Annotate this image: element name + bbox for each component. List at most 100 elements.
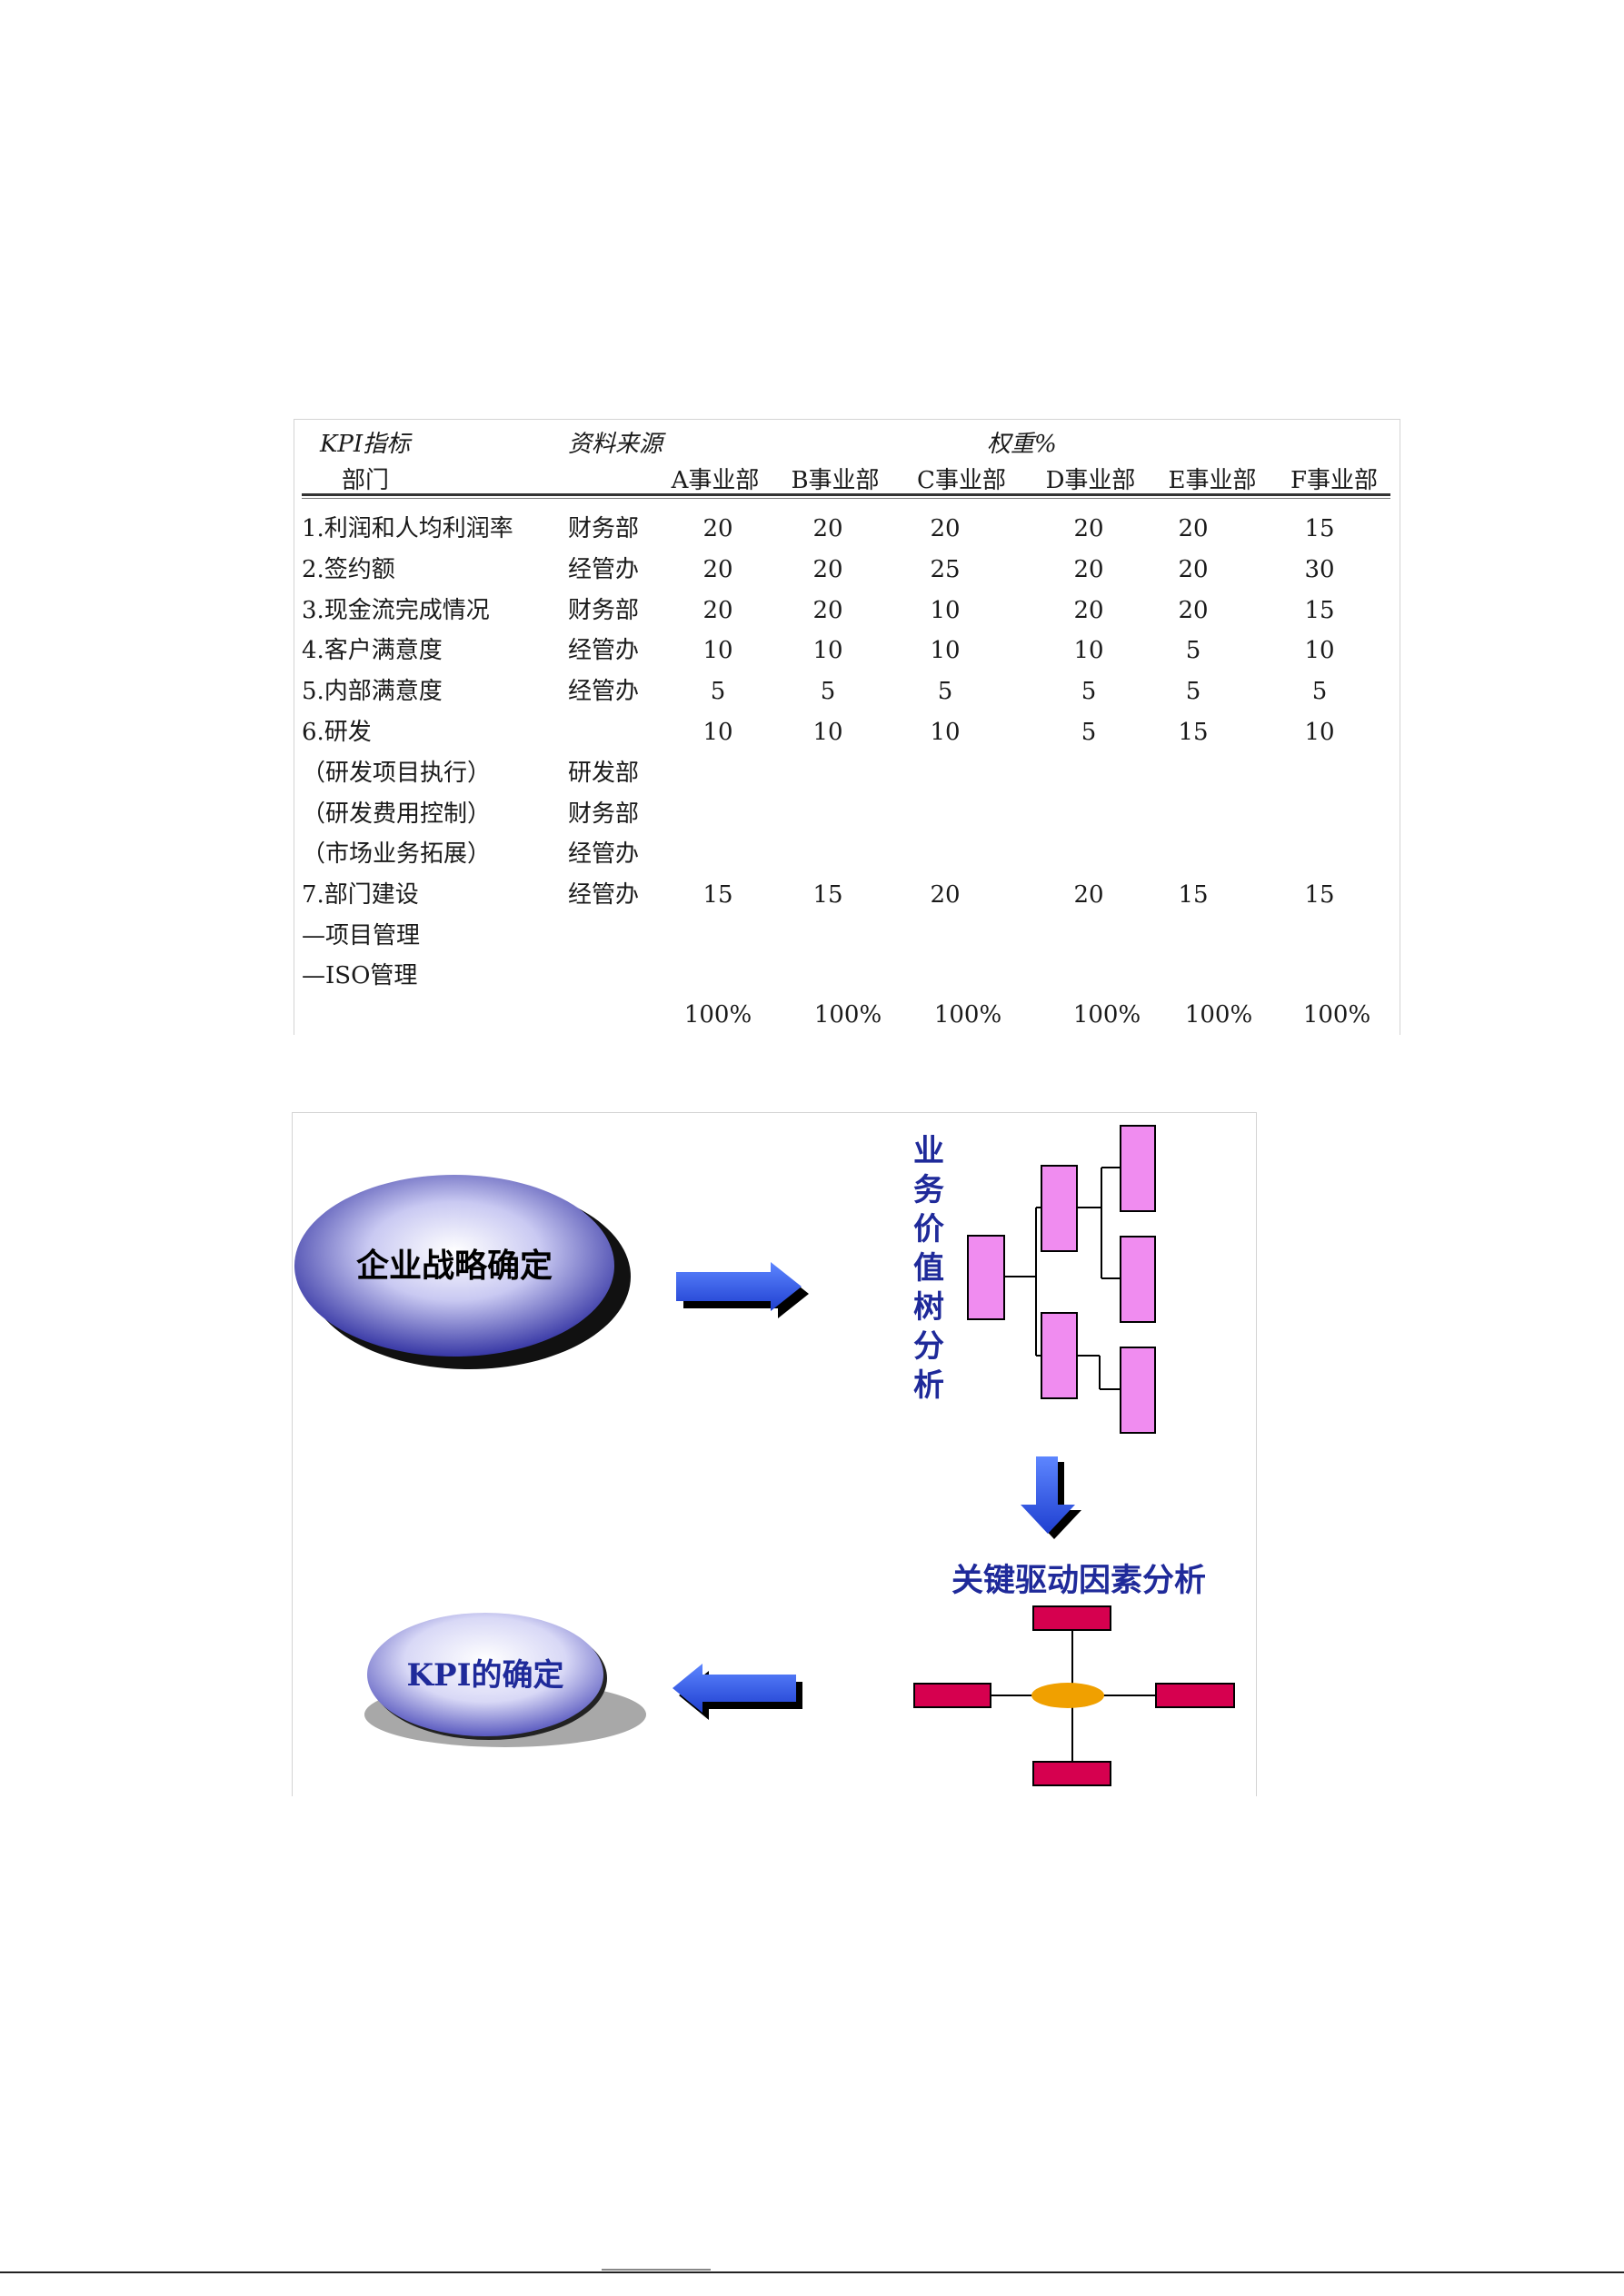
value-tree-char: 析 bbox=[913, 1367, 944, 1404]
header-rule-thin bbox=[302, 498, 1390, 499]
left-arrow-icon bbox=[673, 1664, 802, 1720]
row-label: （市场业务拓展） bbox=[302, 840, 492, 868]
key-driver-diagram bbox=[913, 1605, 1235, 1786]
row-label: （研发项目执行） bbox=[302, 760, 492, 787]
row-label: 7.部门建设 bbox=[302, 881, 419, 909]
weight-cell: 15 bbox=[702, 881, 733, 909]
row-source: 经管办 bbox=[568, 637, 640, 664]
column-header: B事业部 bbox=[791, 467, 880, 494]
weight-cell: 10 bbox=[1304, 719, 1335, 746]
weight-cell: 5 bbox=[820, 678, 836, 705]
row-label: 3.现金流完成情况 bbox=[302, 597, 490, 624]
tree-leaf-box bbox=[1120, 1347, 1156, 1434]
row-label: 2.签约额 bbox=[302, 556, 395, 583]
down-arrow-icon bbox=[1021, 1456, 1081, 1539]
weight-cell: 5 bbox=[1311, 678, 1328, 705]
weight-cell: 10 bbox=[930, 719, 961, 746]
row-source: 经管办 bbox=[568, 556, 640, 583]
row-source: 财务部 bbox=[568, 800, 640, 828]
total-cell: 100% bbox=[683, 1001, 752, 1029]
value-tree-char: 值 bbox=[913, 1250, 944, 1287]
weight-cell: 20 bbox=[702, 556, 733, 583]
header-weight: 权重% bbox=[987, 431, 1057, 458]
footer-accent bbox=[602, 2269, 711, 2271]
weight-cell: 5 bbox=[1185, 678, 1201, 705]
driver-center bbox=[1031, 1683, 1104, 1708]
header-kpi: KPI指标 bbox=[320, 431, 411, 458]
weight-cell: 20 bbox=[1073, 515, 1104, 542]
weight-cell: 15 bbox=[1304, 881, 1335, 909]
driver-box-bottom bbox=[1032, 1761, 1111, 1786]
tree-leaf-box bbox=[1120, 1125, 1156, 1212]
weight-cell: 5 bbox=[710, 678, 726, 705]
weight-cell: 10 bbox=[702, 719, 733, 746]
weight-cell: 20 bbox=[812, 515, 843, 542]
kpi-weight-table: KPI指标 资料来源 权重% 部门 A事业部 B事业部 C事业部 D事业部 E事… bbox=[294, 419, 1400, 1035]
tree-branch-box bbox=[1041, 1312, 1078, 1399]
row-source: 经管办 bbox=[568, 840, 640, 868]
weight-cell: 30 bbox=[1304, 556, 1335, 583]
weight-cell: 5 bbox=[937, 678, 953, 705]
row-source: 经管办 bbox=[568, 881, 640, 909]
value-tree bbox=[1004, 1167, 1121, 1390]
value-tree-boxes bbox=[967, 1125, 1156, 1434]
total-cell: 100% bbox=[1302, 1001, 1371, 1029]
weight-cell: 15 bbox=[1304, 515, 1335, 542]
strategy-ellipse: 企业战略确定 bbox=[294, 1175, 631, 1369]
kpi-ellipse: KPI的确定 bbox=[364, 1613, 646, 1747]
row-source: 财务部 bbox=[568, 515, 640, 542]
strategy-label: 企业战略确定 bbox=[356, 1247, 553, 1285]
weight-cell: 20 bbox=[812, 597, 843, 624]
weight-cell: 10 bbox=[930, 637, 961, 664]
row-label: —项目管理 bbox=[302, 922, 421, 949]
key-driver-label: 关键驱动因素分析 bbox=[951, 1562, 1206, 1599]
total-cell: 100% bbox=[933, 1001, 1002, 1029]
header-dept: 部门 bbox=[342, 467, 390, 494]
weight-cell: 20 bbox=[1178, 556, 1209, 583]
weight-cell: 10 bbox=[812, 637, 843, 664]
header-source: 资料来源 bbox=[568, 431, 663, 458]
weight-cell: 20 bbox=[1073, 881, 1104, 909]
weight-cell: 20 bbox=[1178, 597, 1209, 624]
column-header: C事业部 bbox=[917, 467, 1006, 494]
row-label: —ISO管理 bbox=[302, 962, 418, 989]
kpi-process-diagram: 企业战略确定 业 务 价 值 树 分 析 bbox=[292, 1112, 1257, 1796]
weight-cell: 5 bbox=[1081, 719, 1097, 746]
driver-box-top bbox=[1032, 1605, 1111, 1631]
driver-box-left bbox=[913, 1683, 991, 1708]
row-source: 经管办 bbox=[568, 678, 640, 705]
value-tree-label: 业 务 价 值 树 分 析 bbox=[913, 1133, 944, 1404]
weight-cell: 20 bbox=[702, 597, 733, 624]
weight-cell: 15 bbox=[812, 881, 843, 909]
weight-cell: 10 bbox=[1073, 637, 1104, 664]
weight-cell: 20 bbox=[702, 515, 733, 542]
weight-cell: 10 bbox=[702, 637, 733, 664]
total-cell: 100% bbox=[1072, 1001, 1141, 1029]
weight-cell: 20 bbox=[930, 515, 961, 542]
tree-leaf-box bbox=[1120, 1236, 1156, 1323]
column-header: F事业部 bbox=[1290, 467, 1379, 494]
weight-cell: 20 bbox=[812, 556, 843, 583]
footer-rule bbox=[0, 2271, 1624, 2273]
header-rule bbox=[302, 493, 1390, 496]
kpi-label: KPI的确定 bbox=[406, 1657, 563, 1694]
tree-root-box bbox=[967, 1235, 1005, 1320]
weight-cell: 15 bbox=[1178, 881, 1209, 909]
weight-cell: 5 bbox=[1081, 678, 1097, 705]
weight-cell: 5 bbox=[1185, 637, 1201, 664]
weight-cell: 15 bbox=[1304, 597, 1335, 624]
weight-cell: 20 bbox=[1073, 597, 1104, 624]
column-header: A事业部 bbox=[671, 467, 760, 494]
weight-cell: 10 bbox=[930, 597, 961, 624]
weight-cell: 25 bbox=[930, 556, 961, 583]
row-label: （研发费用控制） bbox=[302, 800, 492, 828]
column-header: E事业部 bbox=[1168, 467, 1257, 494]
row-label: 1.利润和人均利润率 bbox=[302, 515, 513, 542]
total-cell: 100% bbox=[813, 1001, 882, 1029]
weight-cell: 20 bbox=[1073, 556, 1104, 583]
value-tree-char: 务 bbox=[913, 1172, 944, 1208]
value-tree-char: 业 bbox=[913, 1133, 944, 1169]
value-tree-char: 价 bbox=[913, 1211, 944, 1247]
total-cell: 100% bbox=[1184, 1001, 1253, 1029]
right-arrow-icon bbox=[676, 1262, 809, 1318]
